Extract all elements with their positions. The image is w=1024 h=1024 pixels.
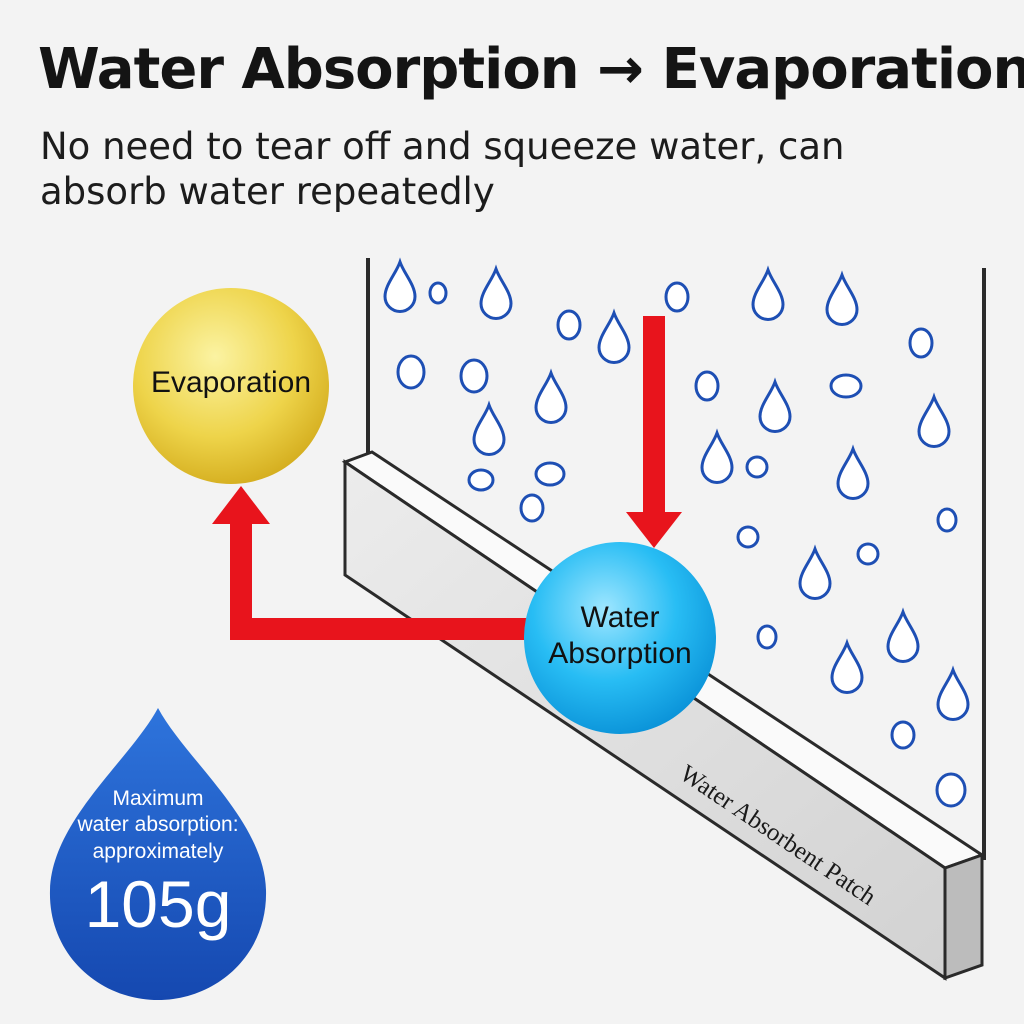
water-drop-icon <box>825 270 859 326</box>
water-bubble-icon <box>736 525 760 549</box>
absorption-label-line1: Water <box>580 601 660 634</box>
water-bubble-icon <box>519 493 545 523</box>
water-drop-icon <box>383 257 417 313</box>
arrow-to-evaporation <box>212 486 530 640</box>
water-bubble-icon <box>756 624 778 650</box>
water-bubble-icon <box>467 468 495 492</box>
capacity-caption-line1: Maximum <box>112 787 204 810</box>
page-subtitle: No need to tear off and squeeze water, c… <box>40 125 845 214</box>
water-bubble-icon <box>908 327 934 359</box>
water-bubble-icon <box>935 772 967 808</box>
water-bubble-icon <box>664 281 690 313</box>
water-bubble-icon <box>534 461 566 487</box>
capacity-caption: Maximum water absorption: approximately <box>58 786 258 865</box>
water-drop-icon <box>472 400 506 456</box>
water-bubble-icon <box>396 354 426 390</box>
absorption-circle <box>524 542 716 734</box>
water-drop-icon <box>700 428 734 484</box>
water-drop-icon <box>798 544 832 600</box>
water-drop-icon <box>830 638 864 694</box>
capacity-value: 105g <box>84 867 232 941</box>
water-drop-icon <box>597 308 631 364</box>
water-drop-icon <box>936 665 970 721</box>
capacity-caption-line2: water absorption: <box>77 813 239 837</box>
water-drop-icon <box>479 264 513 320</box>
capacity-caption-line3: approximately <box>92 839 224 863</box>
water-bubble-icon <box>694 370 720 402</box>
water-bubble-icon <box>856 542 880 566</box>
water-bubble-icon <box>428 281 448 305</box>
capacity-drop-icon <box>49 708 267 1000</box>
water-bubble-icon <box>459 358 489 394</box>
evaporation-label: Evaporation <box>150 366 312 399</box>
evaporation-circle <box>133 288 329 484</box>
water-bubble-icon <box>829 373 863 399</box>
water-bubble-icon <box>556 309 582 341</box>
water-drop-icon <box>886 607 920 663</box>
water-bubble-icon <box>745 455 769 479</box>
page-title: Water Absorption → Evaporation <box>38 37 1024 102</box>
water-drop-icon <box>534 368 568 424</box>
water-drop-icon <box>836 444 870 500</box>
water-bubble-icon <box>936 507 958 533</box>
water-drop-icon <box>917 392 951 448</box>
water-drop-icon <box>751 265 785 321</box>
absorption-label-line2: Absorption <box>548 637 692 670</box>
water-drop-icon <box>758 377 792 433</box>
water-bubble-icon <box>890 720 916 750</box>
water-droplets <box>383 257 970 808</box>
arrow-into-patch <box>626 316 682 548</box>
absorption-label: Water Absorption <box>524 600 716 672</box>
